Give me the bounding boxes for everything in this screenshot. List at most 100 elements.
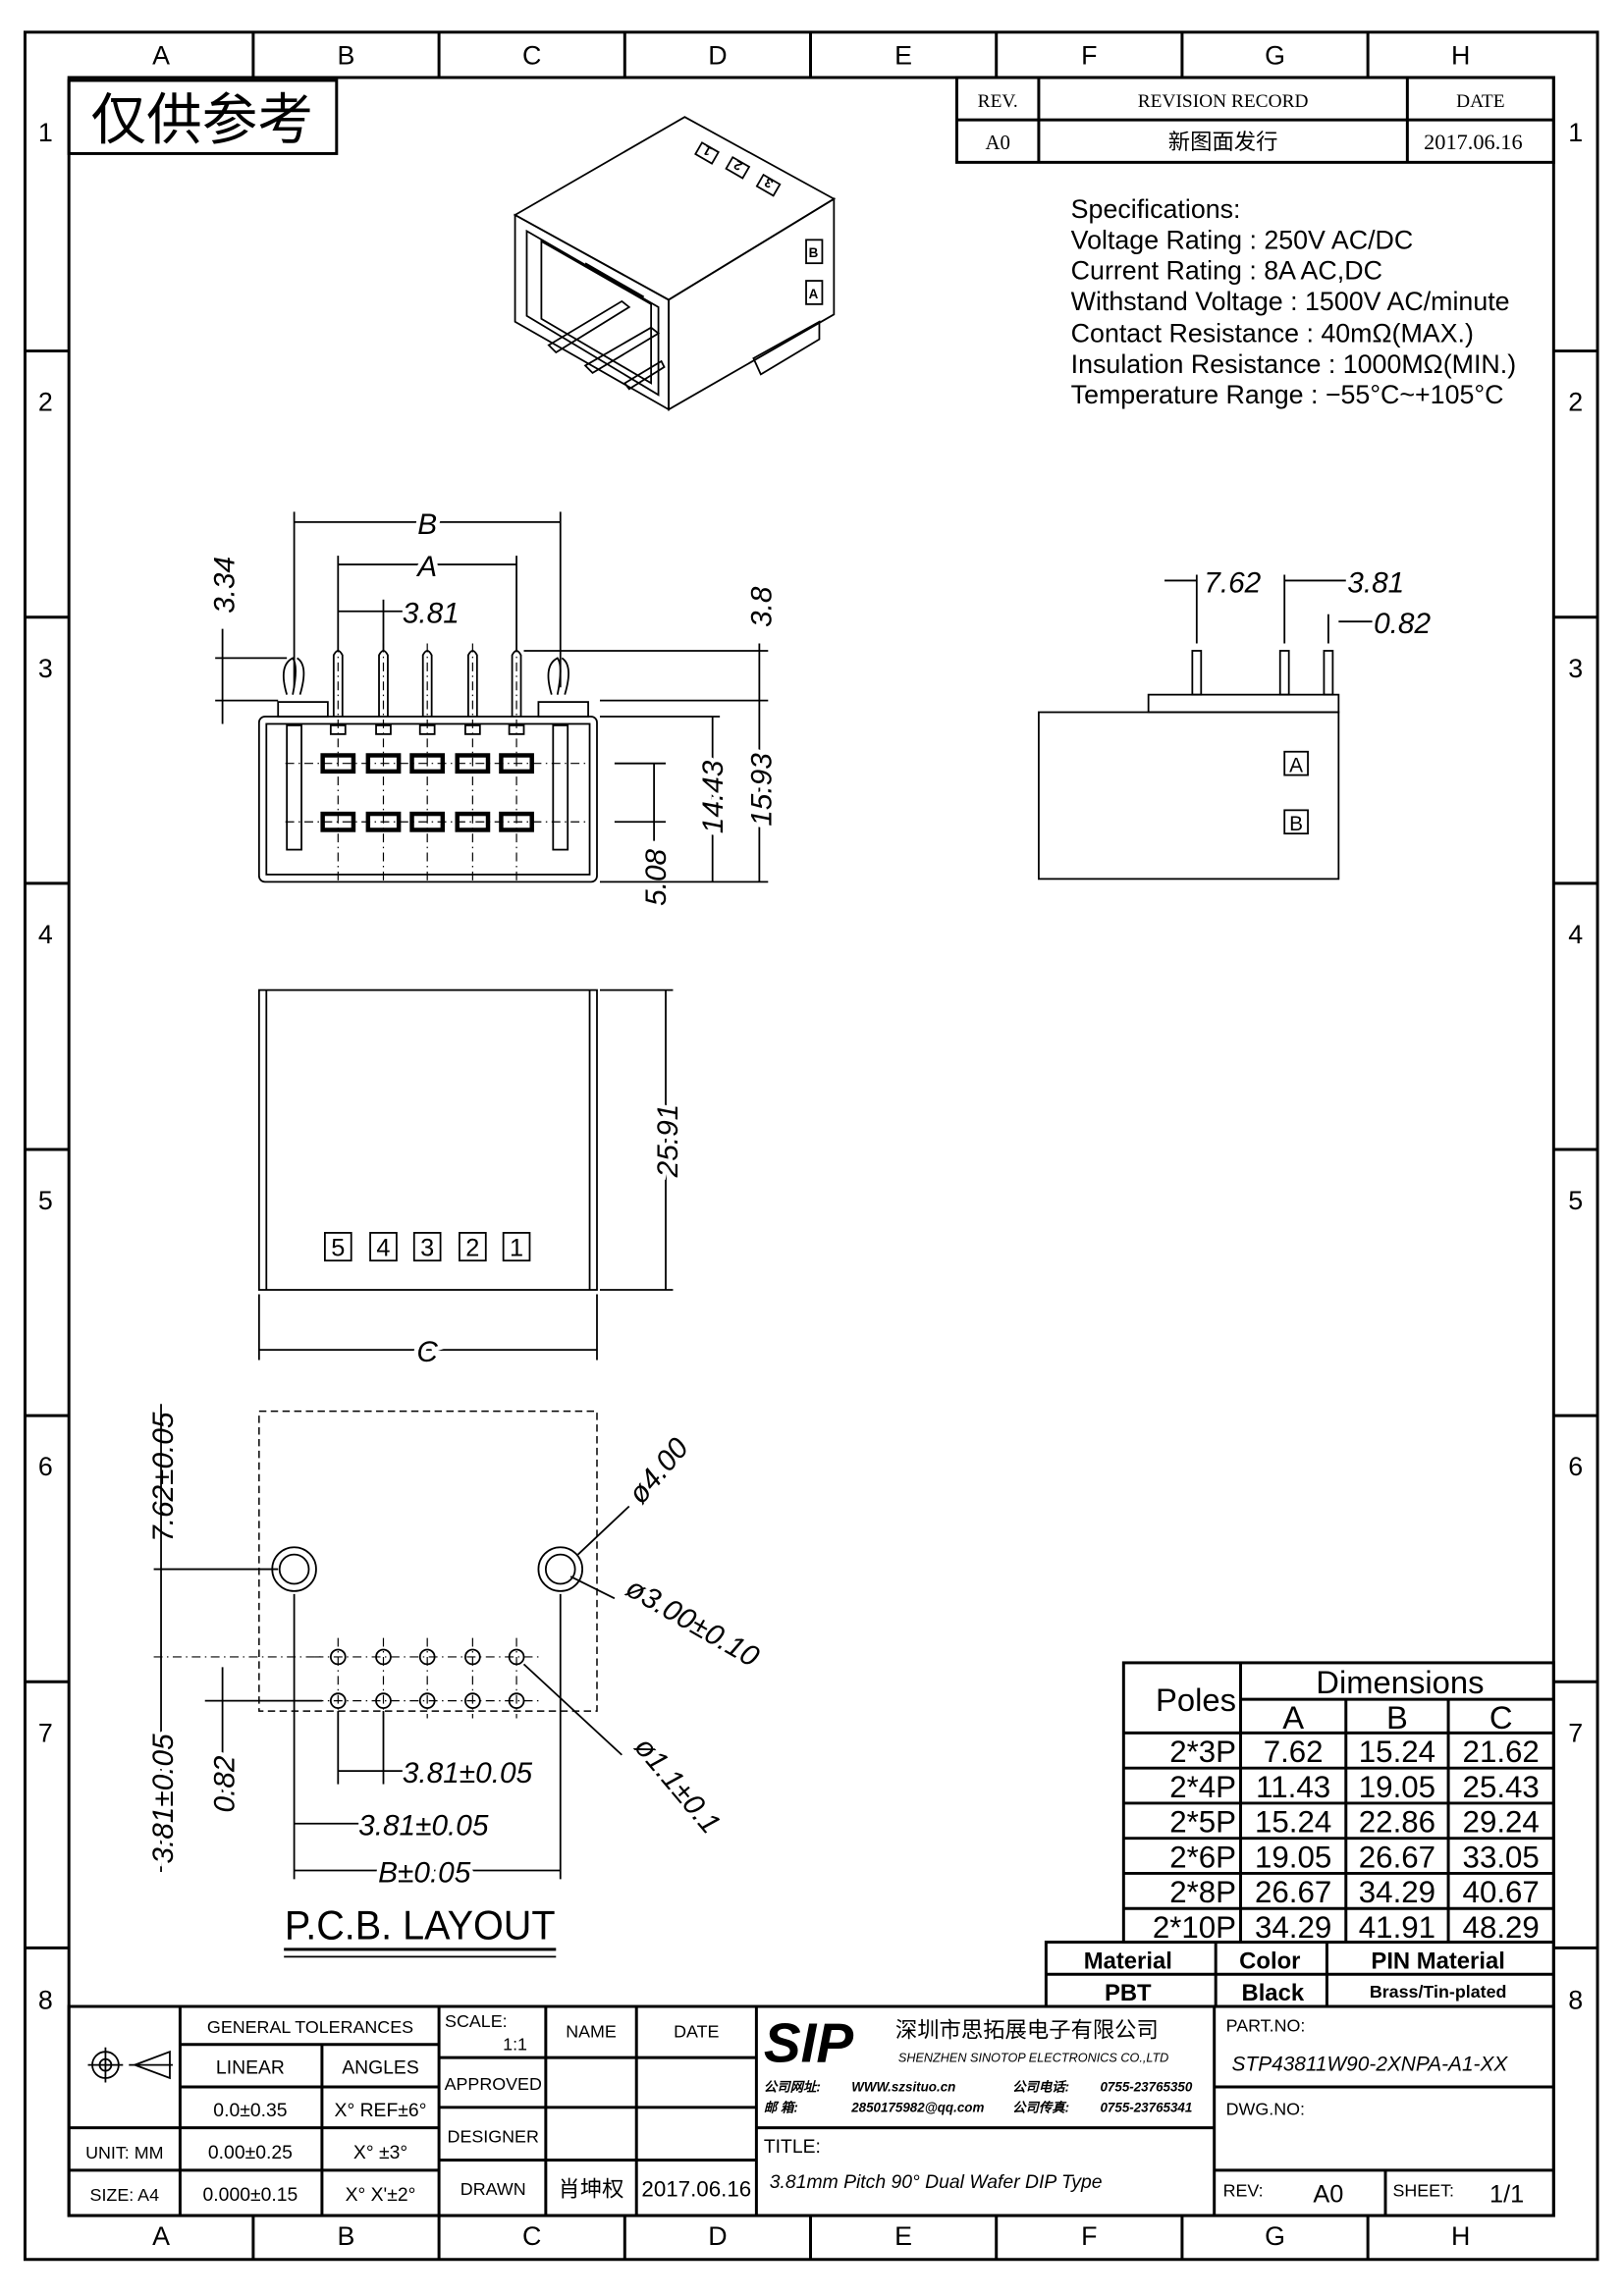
poles-cell: 2*10P [1153,1910,1236,1945]
spec-withstand: Withstand Voltage : 1500V AC/minute [1071,287,1510,316]
pcb-dim-post-offset: 7.62±0.05 [147,1412,180,1542]
dim-c-cell: 21.62 [1463,1735,1540,1769]
email-label: 邮 箱: [764,2100,798,2114]
unit-label: UNIT: MM [85,2143,163,2163]
drawing-title: 3.81mm Pitch 90° Dual Wafer DIP Type [770,2171,1103,2193]
part-no-label: PART.NO: [1226,2015,1306,2035]
zone-row-label: 2 [1568,388,1583,417]
zone-row-label: 8 [1568,1985,1583,2014]
linear-label: LINEAR [216,2057,285,2079]
scale-value: 1:1 [503,2035,527,2055]
spec-insulation: Insulation Resistance : 1000MΩ(MIN.) [1071,349,1516,379]
pin-number: 1 [510,1235,523,1262]
color-header: Color [1239,1948,1300,1974]
poles-cell: 2*3P [1169,1735,1236,1769]
poles-cell: 2*4P [1169,1770,1236,1804]
top-dim-c: C [416,1336,438,1368]
zone-column-label: A [152,41,170,71]
dim-b-cell: 19.05 [1359,1770,1435,1804]
spec-contact-resistance: Contact Resistance : 40mΩ(MAX.) [1071,319,1474,348]
name-header: NAME [566,2021,617,2041]
date-header: DATE [1456,91,1504,112]
zone-row-label: 2 [38,388,53,417]
angle-tol-3: X° X'±2° [346,2184,416,2206]
dim-b-cell: 41.91 [1359,1910,1435,1945]
spec-voltage: Voltage Rating : 250V AC/DC [1071,225,1414,254]
fax-value: 0755-23765341 [1100,2100,1192,2114]
pin-number: 2 [465,1235,479,1262]
zone-row-label: 3 [38,654,53,683]
drawn-date: 2017.06.16 [641,2177,751,2202]
top-dim-depth: 25.91 [652,1104,684,1179]
angle-tol-2: X° ±3° [353,2142,407,2163]
material-header: Material [1084,1948,1172,1974]
col-header-c: C [1489,1699,1513,1735]
side-view: 7.62 3.81 0.82 A B [1038,566,1431,881]
rev-header: REV. [978,91,1018,112]
projection-symbol-icon [87,2047,173,2083]
zone-row-label: 8 [38,1985,53,2014]
pin-number-box [502,1232,531,1262]
zone-row-label: 7 [1568,1718,1583,1747]
drawn-name: 肖坤权 [559,2177,624,2202]
zone-column-label: F [1081,41,1097,71]
general-tolerances-label: GENERAL TOLERANCES [207,2017,413,2037]
zone-row-label: 5 [1568,1186,1583,1215]
part-no-value: STP43811W90-2XNPA-A1-XX [1232,2054,1509,2076]
sheet-label: SHEET: [1392,2181,1454,2201]
isometric-view: 1 2 3 B A [513,116,837,411]
dim-c-cell: 48.29 [1463,1910,1540,1945]
pcb-layout-title: P.C.B. LAYOUT [285,1901,556,1948]
linear-tol-1: 0.0±0.35 [213,2100,287,2121]
rev-label: REV: [1223,2181,1264,2201]
dimensions-header: Dimensions [1316,1664,1484,1700]
zone-row-label: 1 [38,118,53,147]
pin-material-header: PIN Material [1371,1948,1504,1974]
zone-column-label: B [338,41,355,71]
pcb-dim-row-pitch: 3.81±0.05 [147,1734,180,1864]
zone-column-label: A [152,2221,170,2251]
designer-label: DESIGNER [448,2127,539,2147]
iso-label-3: 3 [762,175,776,191]
iso-label-1: 1 [700,142,714,159]
zone-row-label: 4 [1568,920,1583,949]
dim-pin-length-label: 3.8 [745,586,778,627]
spec-temperature: Temperature Range : −55°C~+105°C [1071,380,1504,409]
front-view: B A 3.81 3.34 3.8 15.93 14.43 5.08 [209,504,783,906]
poles-cell: 2*5P [1169,1805,1236,1840]
company-name-en: SHENZHEN SINOTOP ELECTRONICS CO.,LTD [898,2052,1168,2065]
side-label-a: A [1289,755,1303,777]
iso-label-b: B [809,245,819,260]
dim-a-cell: 11.43 [1256,1770,1330,1804]
phone-value: 0755-23765350 [1100,2079,1192,2094]
revision-date-value: 2017.06.16 [1424,130,1522,154]
dim-a-label: A [415,551,437,583]
web-value: WWW.szsituo.cn [851,2079,955,2094]
phone-label: 公司电话: [1012,2079,1069,2094]
dim-c-cell: 33.05 [1463,1840,1540,1874]
linear-tol-3: 0.000±0.15 [203,2184,298,2206]
dim-c-cell: 40.67 [1463,1875,1540,1909]
pcb-dim-post-hole: ø3.00±0.10 [621,1572,765,1674]
pin-number-box [369,1232,398,1262]
zone-column-label: E [894,2221,912,2251]
dim-total-height-label: 15.93 [745,753,778,827]
dwg-no-label: DWG.NO: [1226,2099,1305,2118]
zone-row-label: 5 [38,1186,53,1215]
scale-label: SCALE: [445,2011,508,2031]
zone-row-label: 7 [38,1718,53,1747]
dim-a-cell: 19.05 [1255,1840,1331,1874]
approved-label: APPROVED [445,2074,542,2094]
zone-column-label: G [1265,2221,1285,2251]
dim-body-height-label: 14.43 [697,760,730,833]
zone-row-label: 3 [1568,654,1583,683]
specifications: Specifications: Voltage Rating : 250V AC… [1071,194,1516,409]
reference-stamp-text: 仅供参考 [91,89,313,151]
iso-label-2: 2 [731,157,745,174]
dim-b-cell: 22.86 [1359,1805,1435,1840]
revision-record-header: REVISION RECORD [1138,91,1309,112]
side-dim-7-62: 7.62 [1204,566,1261,599]
